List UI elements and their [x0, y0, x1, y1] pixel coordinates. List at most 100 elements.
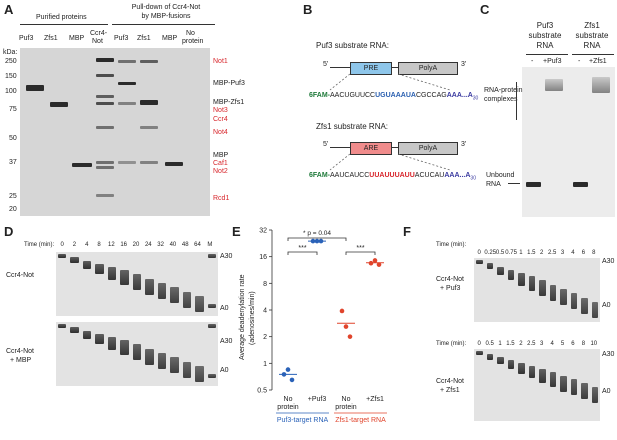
f1-lane-6: [539, 280, 546, 297]
e-point-1-0-1: [343, 324, 349, 329]
protein-label-not2: Not2: [213, 168, 228, 175]
f1-lane-2: [497, 266, 504, 275]
e-stars-2: ***: [356, 245, 364, 252]
marker-20: 20: [9, 206, 17, 213]
c-complexes-2: complexes: [484, 96, 518, 103]
emsa-gel: [522, 67, 615, 217]
d-time-2: 4: [85, 242, 89, 248]
f1-lane-8: [560, 288, 567, 305]
lane-label-pd-mbp: MBP: [162, 35, 178, 42]
header-pulldown-2: by MBP-fusions: [141, 13, 191, 20]
d-gel2-label-2: + MBP: [10, 357, 32, 364]
d2-lane-11: [195, 366, 204, 382]
d1-lane-0: [58, 254, 67, 258]
e-xcat-0: No: [284, 396, 293, 403]
f2-lane-9: [570, 379, 577, 396]
zfs1-seq-after: ACUCAU: [414, 172, 445, 179]
d2-lane-7: [145, 348, 154, 365]
d-time-6: 20: [132, 242, 140, 248]
e-point-0-0-2: [289, 377, 295, 383]
e-point-0-1-0: [310, 238, 316, 244]
band-mbp: [72, 163, 92, 167]
band-ccr4: [96, 102, 114, 105]
puf3-five-prime: 5': [323, 61, 329, 68]
e-point-1-0-0: [339, 308, 345, 314]
lane-label-pd-puf3: Puf3: [114, 35, 129, 42]
band-pd-zfs1-bait: [140, 100, 158, 105]
d-time-3: 8: [97, 242, 101, 248]
d-gel-ccr4not: [56, 252, 218, 316]
c-minus-1: -: [531, 58, 534, 65]
e-ytick-label-4: 2: [263, 334, 267, 341]
e-point-0-0-0: [281, 372, 287, 377]
c-col2-line2: substrate: [575, 31, 609, 40]
d-time-0: 0: [60, 242, 64, 248]
f1-lane-9: [570, 293, 577, 310]
sds-page-gel: [20, 48, 210, 216]
f1-lane-7: [549, 284, 556, 301]
protein-label-not4: Not4: [213, 129, 228, 136]
f2-time-10: 8: [581, 341, 586, 347]
e-sig-p: * p = 0.04: [303, 230, 331, 237]
band-ccr4not-a: [96, 74, 114, 77]
d1-lane-12: [207, 254, 216, 258]
panel-label-f: F: [403, 224, 411, 239]
puf3-seq-pre-before: AACUGUUCC: [330, 92, 376, 99]
f1-time-5: 1.5: [527, 250, 536, 256]
e-ytick-label-5: 1: [263, 361, 267, 368]
f1-time-0: 0: [477, 250, 481, 256]
puf3-seq-polya: AAA...A: [446, 92, 473, 99]
d-gel-ccr4not-mbp: [56, 322, 218, 386]
f1-time-9: 4: [571, 250, 575, 256]
c-col1-line2: substrate: [528, 31, 562, 40]
zfs1-seq-motif: UUAUUUAUU: [369, 172, 415, 179]
f2-lane-6: [539, 369, 546, 383]
c-unbound-2: RNA: [486, 181, 501, 188]
puf3-substrate-title: Puf3 substrate RNA:: [316, 41, 389, 50]
e-stars-1: ***: [298, 245, 306, 252]
lane-label-zfs1: Zfs1: [44, 35, 58, 42]
e-point-1-1-1: [372, 258, 378, 263]
marker-50: 50: [9, 135, 17, 142]
lane-label-no-protein-1: No: [186, 30, 195, 37]
d-time-5: 16: [120, 242, 128, 248]
c-plus-puf3: +Puf3: [543, 58, 562, 65]
e-point-0-1-2: [318, 238, 324, 244]
band-pd-puf3-ccr4: [118, 102, 136, 105]
f2-lane-1: [486, 354, 493, 360]
f2-time-5: 2.5: [527, 341, 536, 347]
f-gel1-a0: A0: [602, 302, 611, 309]
d1-lane-8: [157, 282, 167, 299]
f-gel2-label-1: Ccr4-Not: [436, 378, 465, 385]
d-gel1-label: Ccr4-Not: [6, 272, 35, 279]
d-gel2-label-1: Ccr4-Not: [6, 348, 35, 355]
f2-time-3: 1.5: [506, 341, 515, 347]
e-xcat-2: No: [342, 396, 351, 403]
f2-time-6: 3: [540, 341, 544, 347]
emsa-complex-puf3: [545, 79, 563, 91]
zfs1-substrate-title: Zfs1 substrate RNA:: [316, 122, 389, 131]
d1-lane-1: [70, 257, 79, 264]
c-complexes-1: RNA-protein: [484, 87, 523, 94]
d-time-1: 2: [72, 242, 77, 248]
f-gel1-a30: A30: [602, 258, 615, 265]
e-bracket-1: [287, 251, 318, 255]
band-not2: [96, 166, 114, 169]
f1-time-8: 3: [560, 250, 565, 256]
f-gel2-label-2: + Zfs1: [440, 387, 460, 394]
band-pd-puf3-caf1: [118, 161, 136, 164]
d1-lane-2: [82, 260, 92, 269]
puf3-seq-motif: UGUAAAUA: [375, 92, 416, 99]
c-complexes-bracket: [516, 82, 517, 120]
f2-time-11: 10: [590, 341, 598, 347]
f-time-label-2: Time (min):: [436, 341, 467, 347]
f-gel2-a0: A0: [602, 388, 611, 395]
f1-lane-3: [507, 269, 514, 281]
f1-time-1: 0.25: [484, 250, 497, 256]
puf3-zoom-lines: [329, 73, 451, 91]
d-time-8: 32: [157, 242, 164, 248]
f-gel-zfs1: [474, 349, 600, 421]
f1-time-6: 2: [540, 250, 544, 256]
